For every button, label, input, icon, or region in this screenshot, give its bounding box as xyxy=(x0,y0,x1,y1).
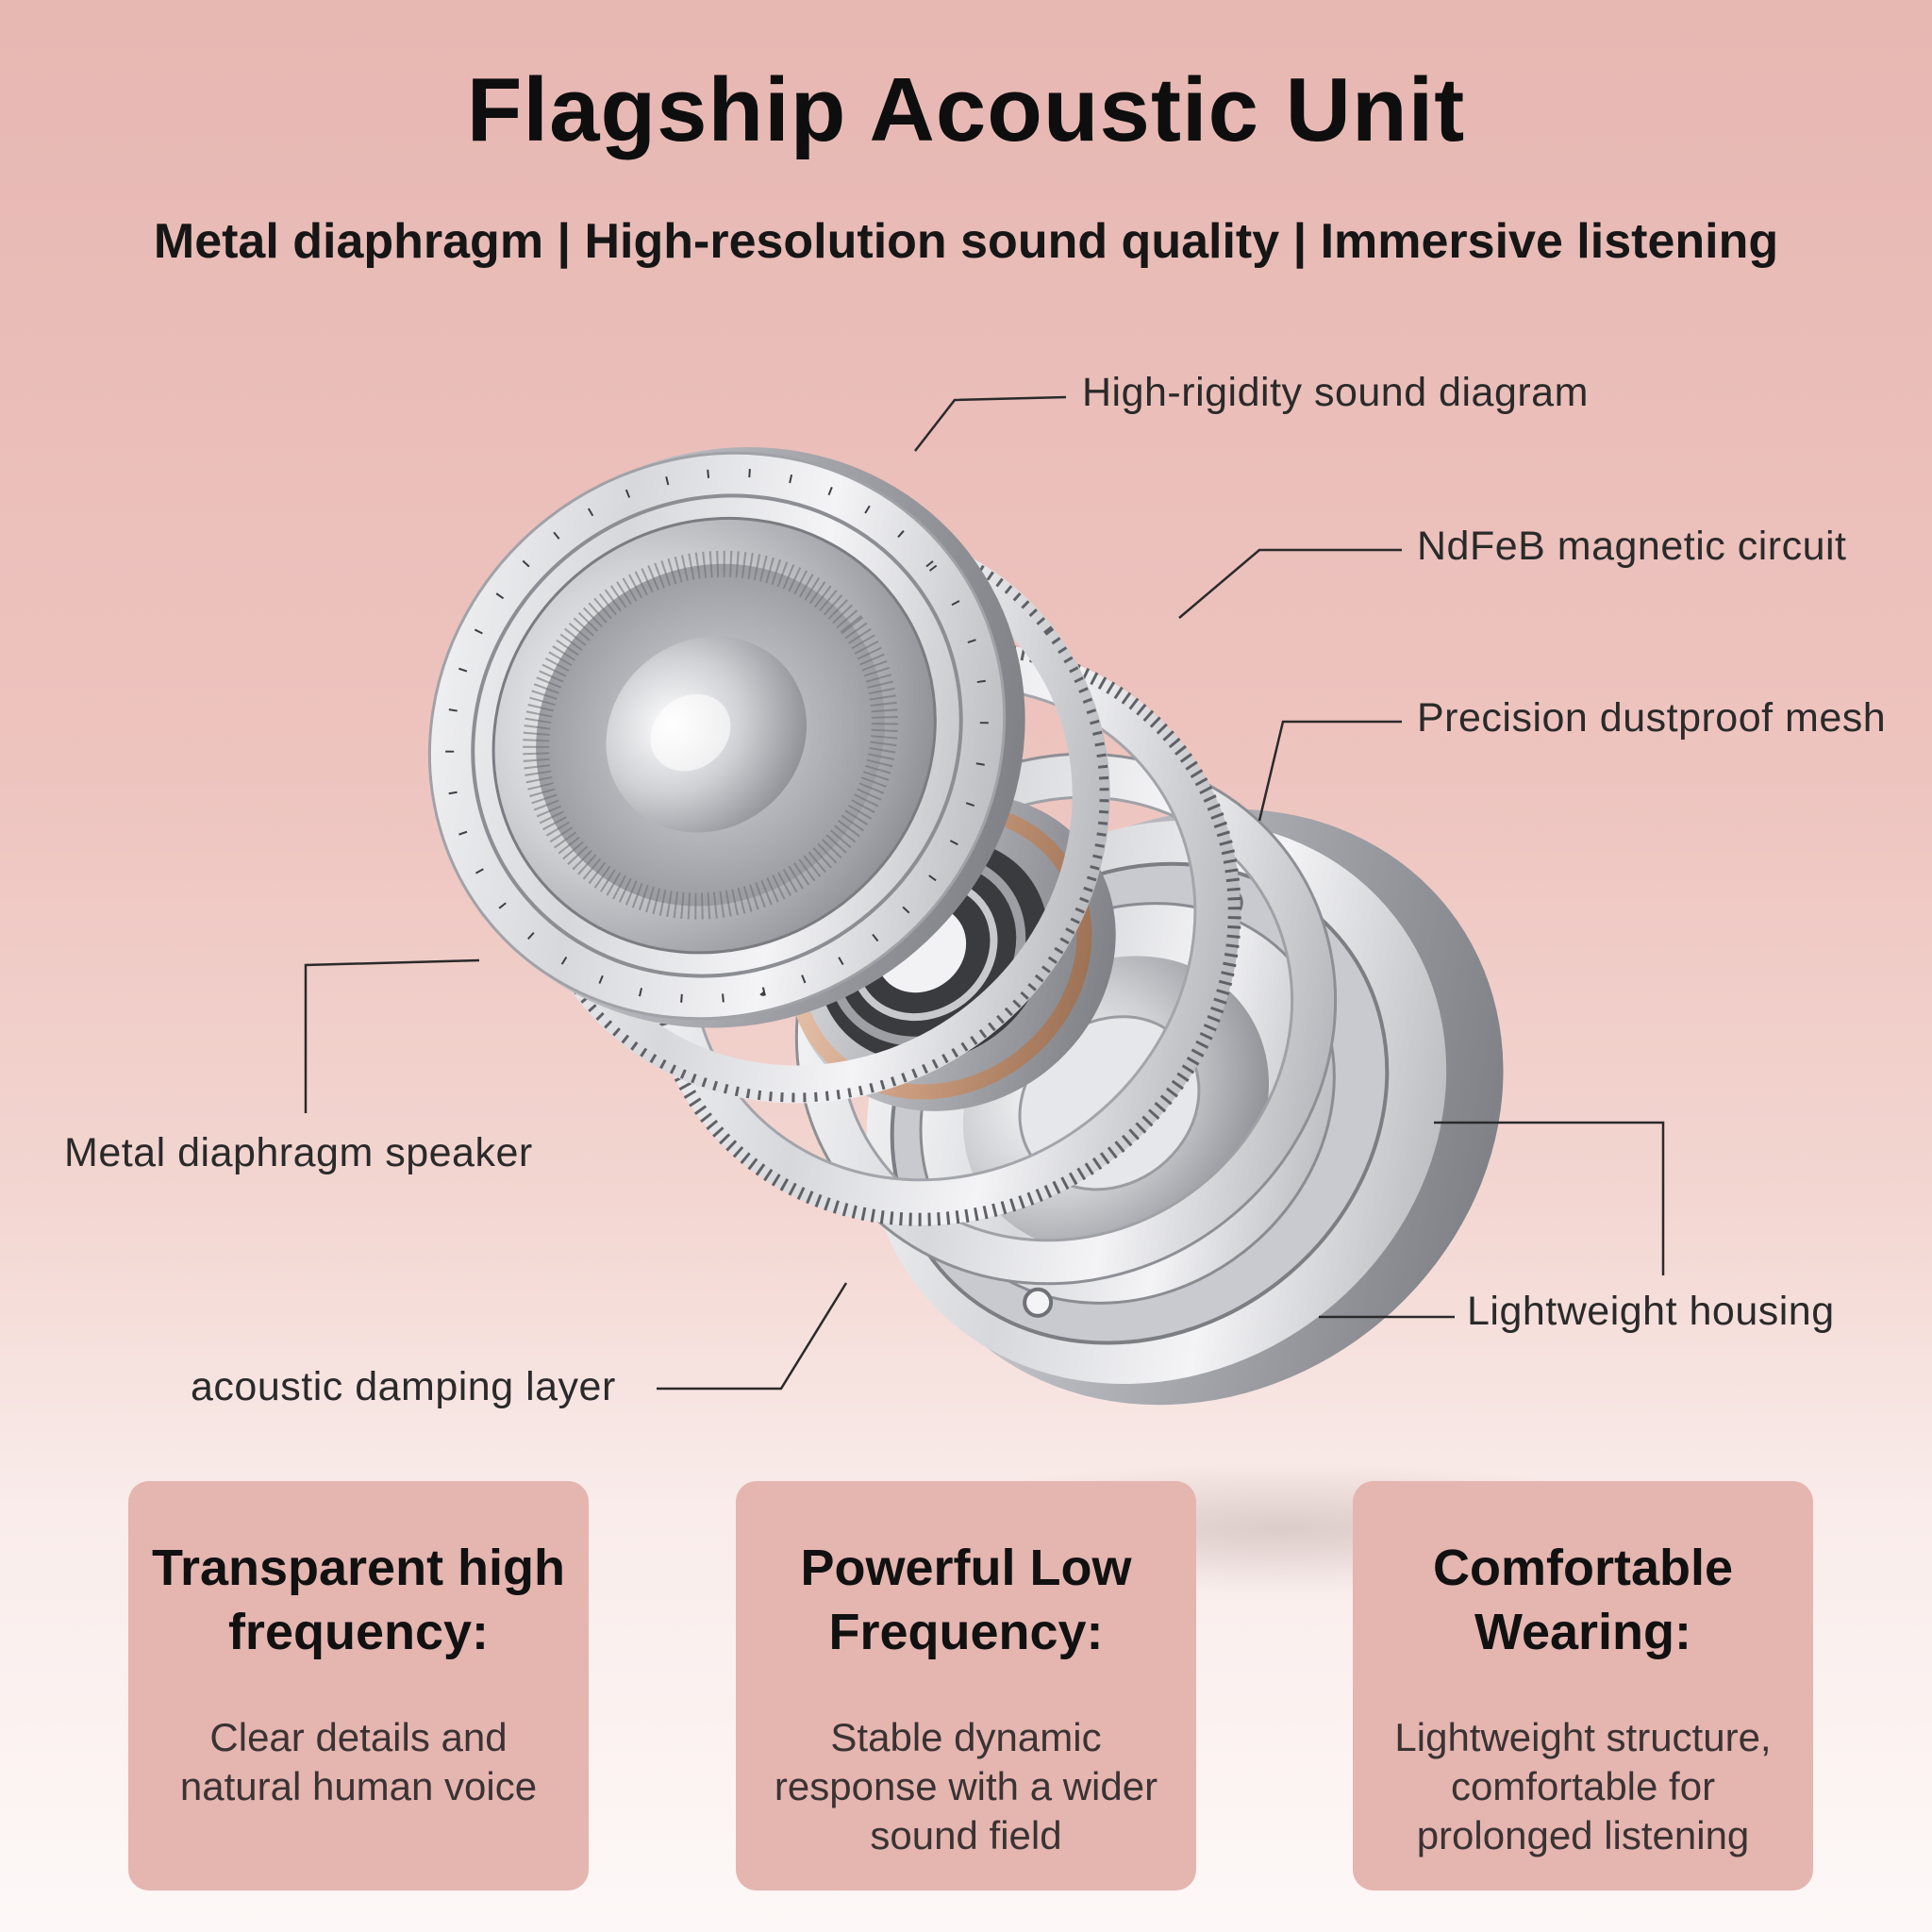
leader-diaphragm xyxy=(914,395,1067,452)
feature-description: Lightweight structure, comfortable for p… xyxy=(1394,1715,1772,1857)
feature-title: Comfortable Wearing: xyxy=(1432,1540,1733,1660)
leader-speaker xyxy=(304,958,480,1113)
callout-damping: acoustic damping layer xyxy=(191,1364,616,1409)
callout-speaker: Metal diaphragm speaker xyxy=(64,1130,533,1175)
metal-diaphragm-speaker xyxy=(427,446,1025,1028)
page-subtitle: Metal diaphragm | High-resolution sound … xyxy=(153,214,1779,269)
callout-dustproof-mesh: Precision dustproof mesh xyxy=(1417,695,1887,741)
feature-card-low-frequency: Powerful Low Frequency: Stable dynamic r… xyxy=(736,1481,1196,1890)
callout-diaphragm: High-rigidity sound diagram xyxy=(1082,370,1589,415)
feature-description: Stable dynamic response with a wider sou… xyxy=(774,1715,1158,1857)
feature-title: Powerful Low Frequency: xyxy=(800,1540,1132,1660)
leader-housing-vertical xyxy=(1434,1121,1665,1275)
leader-lines xyxy=(304,395,1665,1391)
callout-housing: Lightweight housing xyxy=(1467,1289,1835,1334)
leader-mesh xyxy=(1257,720,1402,822)
feature-card-comfort: Comfortable Wearing: Lightweight structu… xyxy=(1353,1481,1813,1890)
leader-magnetic xyxy=(1178,548,1402,619)
page-title: Flagship Acoustic Unit xyxy=(466,59,1466,160)
feature-description: Clear details and natural human voice xyxy=(179,1715,538,1808)
leader-damping xyxy=(657,1282,848,1391)
feature-title: Transparent high frequency: xyxy=(151,1540,566,1660)
callout-magnetic-circuit: NdFeB magnetic circuit xyxy=(1417,524,1847,569)
feature-card-high-frequency: Transparent high frequency: Clear detail… xyxy=(128,1481,589,1890)
